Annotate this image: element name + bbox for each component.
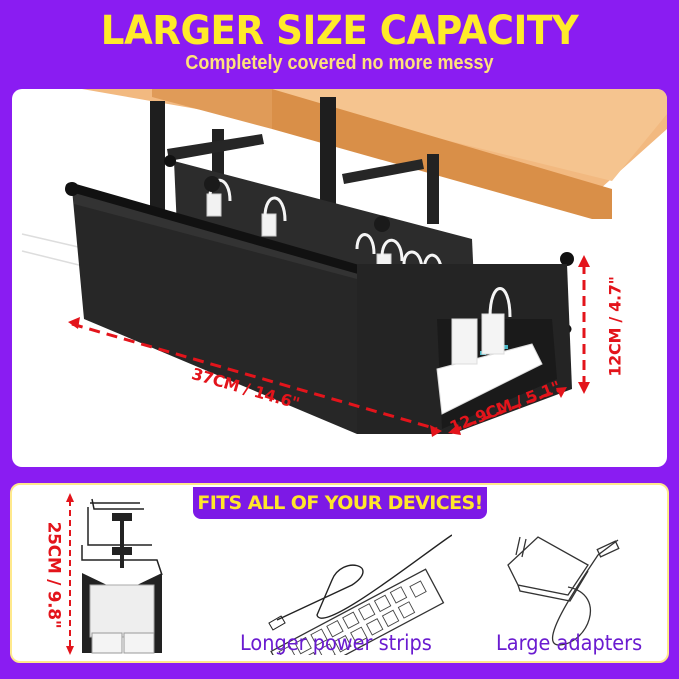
length-dimension-line xyxy=(71,322,438,431)
arrow-right-icon xyxy=(430,425,442,437)
side-view-height-label: 25CM / 9.8" xyxy=(43,521,64,629)
arrow-left-icon xyxy=(68,317,80,329)
subheadline: Completely covered no more messy xyxy=(185,52,494,74)
desk-edge xyxy=(272,89,612,219)
height-label: 12CM / 4.7" xyxy=(605,276,625,377)
arrow-down-icon xyxy=(66,646,74,655)
power-strip-icon xyxy=(268,534,452,655)
adapter-icon xyxy=(507,536,620,646)
adapter-caption: Large adapters xyxy=(496,631,643,655)
power-strip-caption: Longer power strips xyxy=(240,631,432,655)
width-dimension-line xyxy=(451,387,563,433)
headline: LARGER SIZE CAPACITY xyxy=(100,8,579,54)
arrow-up-icon xyxy=(66,493,74,502)
product-image-panel: 37CM / 14.6" 12.9CM / 5.1" 12CM / 4.7" xyxy=(12,89,667,467)
fits-devices-badge: FITS ALL OF YOUR DEVICES! xyxy=(193,487,487,519)
product-illustration xyxy=(21,89,667,437)
side-view-illustration xyxy=(66,493,163,655)
